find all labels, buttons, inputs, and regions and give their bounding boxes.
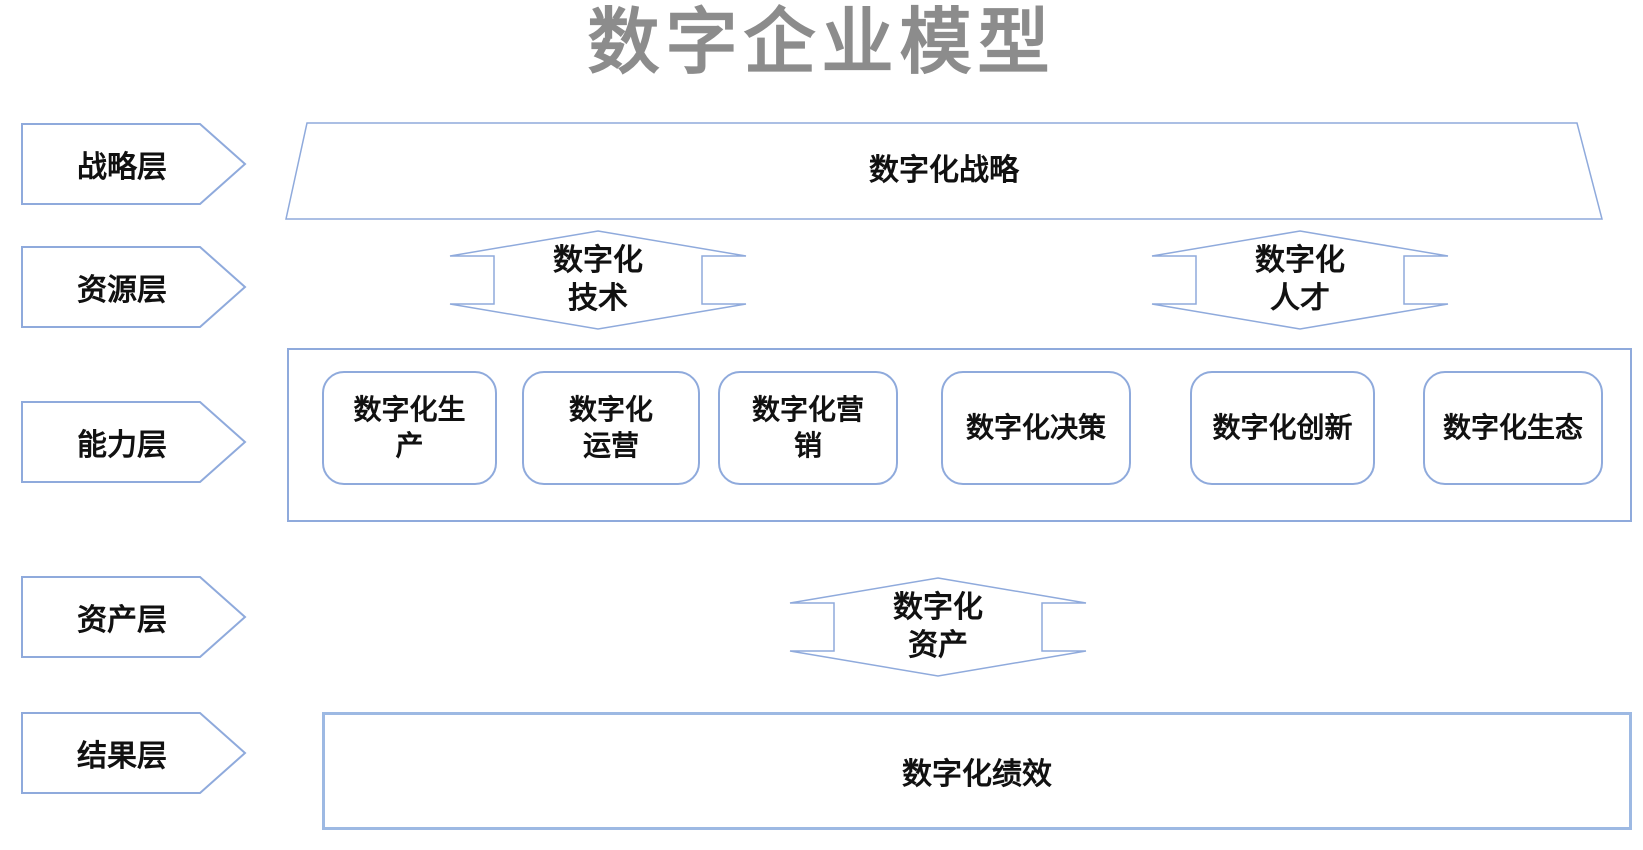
capability-box-innovation: 数字化创新 xyxy=(1190,371,1375,485)
pentagon-arrow-shape xyxy=(21,123,247,205)
up-down-arrow-shape xyxy=(789,577,1087,677)
layer-tag-label: 结果层 xyxy=(77,740,167,773)
layer-tag-strategy: 战略层 xyxy=(21,122,247,206)
digital-talent-label: 数字化 人才 xyxy=(1255,244,1345,315)
pentagon-arrow-shape xyxy=(21,401,247,483)
digital-talent-arrow: 数字化 人才 xyxy=(1150,230,1450,330)
layer-tag-label: 资产层 xyxy=(77,604,167,637)
pentagon-arrow-shape xyxy=(21,712,247,794)
capability-box-decision: 数字化决策 xyxy=(941,371,1131,485)
up-down-arrow-shape xyxy=(1151,230,1449,330)
diagram-title: 数字企业模型 xyxy=(587,3,1056,83)
capability-box-operations: 数字化 运营 xyxy=(522,371,700,485)
digital-strategy-label: 数字化战略 xyxy=(869,154,1019,187)
digital-performance-box: 数字化绩效 xyxy=(322,712,1632,830)
up-down-arrow-shape xyxy=(449,230,747,330)
capability-box-production: 数字化生 产 xyxy=(322,371,497,485)
pentagon-arrow-shape xyxy=(21,576,247,658)
capability-box-ecosystem: 数字化生态 xyxy=(1423,371,1603,485)
digital-strategy-trapezoid: 数字化战略 xyxy=(283,121,1605,221)
layer-tag-label: 战略层 xyxy=(77,151,167,184)
layer-tag-asset: 资产层 xyxy=(21,575,247,659)
trapezoid-shape xyxy=(285,122,1603,220)
digital-asset-arrow: 数字化 资产 xyxy=(788,577,1088,677)
layer-tag-resource: 资源层 xyxy=(21,245,247,329)
layer-tag-capability: 能力层 xyxy=(21,400,247,484)
digital-technology-arrow: 数字化 技术 xyxy=(448,230,748,330)
digital-asset-label: 数字化 资产 xyxy=(893,591,983,662)
layer-tag-result: 结果层 xyxy=(21,711,247,795)
capability-box-marketing: 数字化营 销 xyxy=(718,371,898,485)
layer-tag-label: 资源层 xyxy=(77,274,167,307)
layer-tag-label: 能力层 xyxy=(77,429,167,462)
digital-technology-label: 数字化 技术 xyxy=(553,244,643,315)
pentagon-arrow-shape xyxy=(21,246,247,328)
